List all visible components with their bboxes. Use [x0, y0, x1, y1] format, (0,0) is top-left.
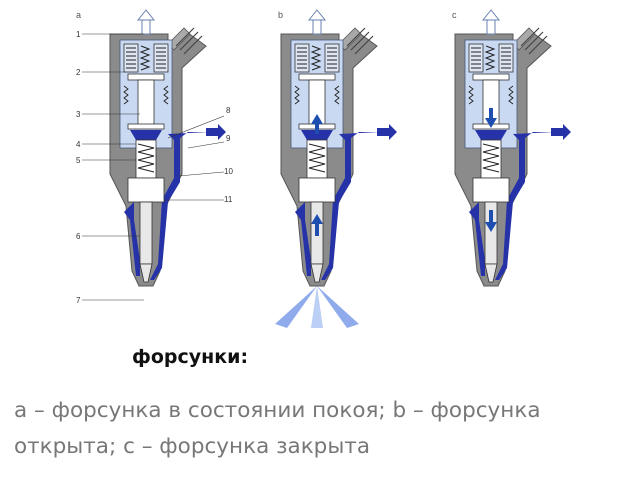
section-heading: форсунки: [132, 346, 248, 368]
callout-1: 1 [76, 30, 81, 39]
callout-3: 3 [76, 110, 81, 119]
callout-7: 7 [76, 296, 81, 305]
panel-letter-a: a [76, 10, 81, 20]
callout-8: 8 [226, 106, 231, 115]
callout-11: 11 [224, 195, 233, 204]
callout-9: 9 [226, 134, 231, 143]
injector-panel-c [455, 10, 571, 286]
injector-panel-a [110, 10, 226, 286]
panel-letter-b: b [278, 10, 283, 20]
callout-2: 2 [76, 68, 81, 77]
injector-diagram: a b c 1 2 3 4 5 6 7 8 9 10 11 [0, 0, 640, 345]
callout-5: 5 [76, 156, 81, 165]
callout-10: 10 [224, 167, 233, 176]
figure-caption: а – форсунка в состоянии покоя; b – форс… [14, 393, 626, 465]
panel-letter-c: c [452, 10, 457, 20]
callout-4: 4 [76, 140, 81, 149]
injector-panel-b [275, 10, 397, 328]
callout-6: 6 [76, 232, 81, 241]
